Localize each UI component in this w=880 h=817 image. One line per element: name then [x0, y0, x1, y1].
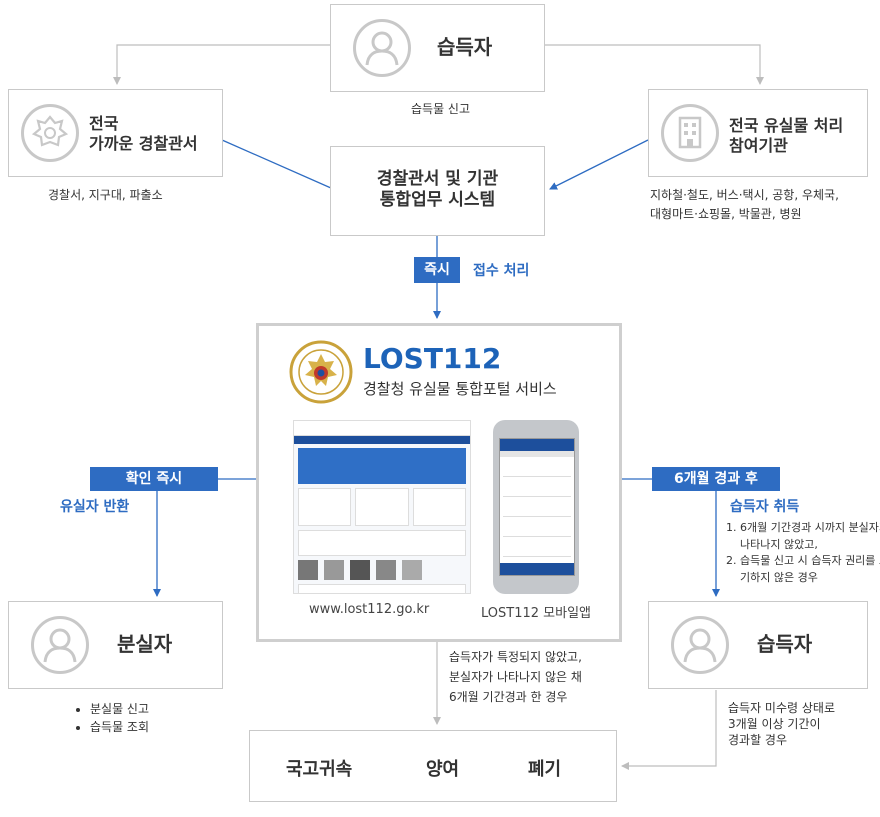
finder-top-caption: 습득물 신고 [411, 102, 471, 116]
person-icon [31, 616, 89, 674]
police-station-title-line1: 전국 [89, 114, 119, 133]
confirm-label: 유실자 반환 [60, 499, 130, 515]
police-emblem-icon [21, 104, 79, 162]
institutions-title-line1: 전국 유실물 처리 [729, 116, 844, 135]
institutions-caption-line2: 대형마트·쇼핑몰, 박물관, 병원 [650, 207, 802, 222]
finder-bottom-title: 습득자 [757, 632, 813, 656]
police-seal-icon [289, 340, 353, 404]
six-months-condition-2: 습득물 신고 시 습득자 권리를 포기하지 않은 경우 [740, 553, 880, 586]
six-months-tag: 6개월 경과 후 [652, 467, 780, 491]
system-title: 경찰관서 및 기관 통합업무 시스템 [331, 169, 544, 212]
center-note-line3: 6개월 기간경과 한 경우 [449, 689, 568, 704]
police-station-title: 전국 가까운 경찰관서 [89, 114, 198, 154]
website-screenshot [293, 420, 471, 594]
finder-bottom-caption-line1: 습득자 미수령 상태로 [728, 701, 835, 715]
final-item-transfer: 양여 [426, 759, 460, 780]
loser-box: 분실자 [8, 601, 223, 689]
portal-brand: LOST112 [363, 342, 502, 375]
final-disposition-box: 국고귀속 양여 폐기 [249, 730, 617, 802]
portal-subtitle: 경찰청 유실물 통합포털 서비스 [363, 380, 557, 398]
institutions-box: 전국 유실물 처리 참여기관 [648, 89, 868, 177]
finder-bottom-caption-line2: 3개월 이상 기간이 [728, 717, 821, 732]
finder-bottom-caption-line3: 경과할 경우 [728, 733, 788, 748]
six-months-label: 습득자 취득 [730, 499, 800, 515]
web-caption: www.lost112.go.kr [309, 602, 430, 617]
system-box: 경찰관서 및 기관 통합업무 시스템 [330, 146, 545, 236]
person-icon [353, 19, 411, 77]
six-months-conditions: 6개월 기간경과 시까지 분실자가 나타나지 않았고, 습득물 신고 시 습득자… [722, 520, 880, 586]
receipt-label: 접수 처리 [473, 263, 530, 279]
institutions-title: 전국 유실물 처리 참여기관 [729, 116, 843, 156]
finder-top-box: 습득자 [330, 4, 545, 92]
police-station-caption: 경찰서, 지구대, 파출소 [48, 188, 163, 202]
final-item-disposal: 폐기 [528, 759, 562, 780]
center-note-line1: 습득자가 특정되지 않았고, [449, 650, 582, 664]
loser-bullet-2: 습득물 조회 [90, 718, 149, 736]
building-icon [661, 104, 719, 162]
mobile-app-screenshot [493, 420, 579, 594]
loser-bullets: 분실물 신고 습득물 조회 [72, 700, 149, 736]
center-note: 습득자가 특정되지 않았고, 분실자가 나타나지 않은 채 6개월 기간경과 한… [449, 648, 582, 707]
portal-box: LOST112 경찰청 유실물 통합포털 서비스 [256, 323, 622, 642]
loser-title: 분실자 [117, 632, 173, 656]
loser-bullet-1: 분실물 신고 [90, 700, 149, 718]
final-item-national-treasury: 국고귀속 [286, 759, 353, 780]
police-station-box: 전국 가까운 경찰관서 [8, 89, 223, 177]
receipt-tag: 즉시 [414, 257, 460, 283]
police-station-title-line2: 가까운 경찰관서 [89, 134, 198, 153]
system-title-line2: 통합업무 시스템 [379, 190, 496, 211]
institutions-title-line2: 참여기관 [729, 136, 788, 155]
system-title-line1: 경찰관서 및 기관 [376, 169, 499, 189]
finder-top-title: 습득자 [437, 35, 493, 59]
finder-bottom-box: 습득자 [648, 601, 868, 689]
confirm-tag: 확인 즉시 [90, 467, 218, 491]
person-icon [671, 616, 729, 674]
finder-bottom-caption: 습득자 미수령 상태로 3개월 이상 기간이 경과할 경우 [728, 700, 835, 749]
institutions-caption: 지하철·철도, 버스·택시, 공항, 우체국, 대형마트·쇼핑몰, 박물관, 병… [650, 186, 839, 224]
six-months-condition-1: 6개월 기간경과 시까지 분실자가 나타나지 않았고, [740, 520, 880, 553]
institutions-caption-line1: 지하철·철도, 버스·택시, 공항, 우체국, [650, 188, 839, 202]
app-caption: LOST112 모바일앱 [481, 606, 591, 621]
center-note-line2: 분실자가 나타나지 않은 채 [449, 669, 582, 684]
